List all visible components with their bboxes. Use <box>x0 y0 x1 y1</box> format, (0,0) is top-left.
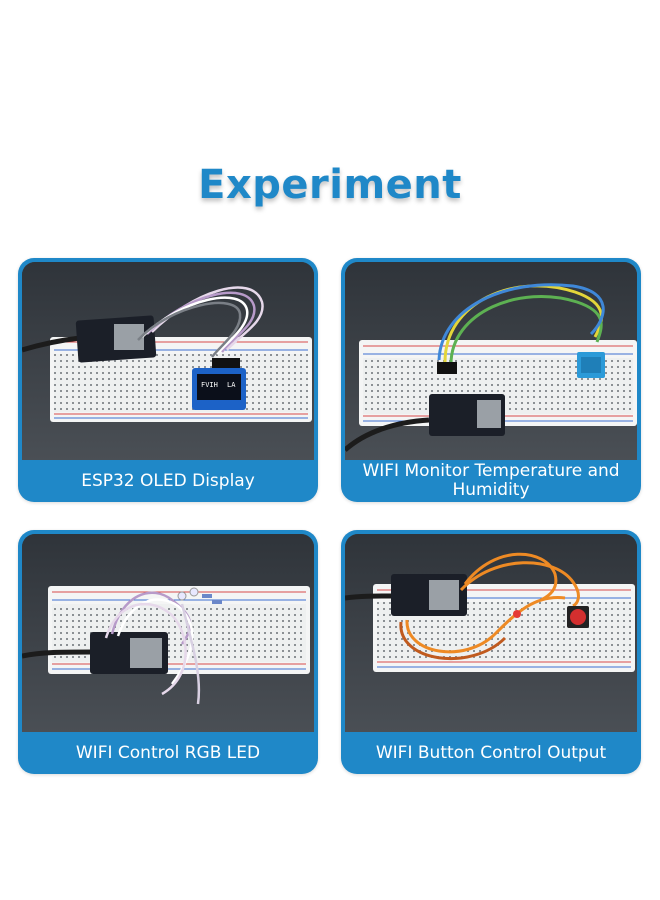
caption-oled-display: ESP32 OLED Display <box>81 470 255 491</box>
caption-button-control: WIFI Button Control Output <box>375 742 607 763</box>
experiment-photo-temperature <box>345 262 637 460</box>
page-title: Experiment <box>198 162 462 208</box>
experiment-photo-rgb-led <box>22 534 314 732</box>
experiment-card-rgb-led: WIFI Control RGB LED <box>18 530 318 774</box>
experiment-photo-oled: FVIH LA <box>22 262 314 460</box>
caption-temperature-humidity: WIFI Monitor Temperature and Humidity <box>362 461 620 500</box>
caption-rgb-led: WIFI Control RGB LED <box>75 742 261 763</box>
experiment-photo-button <box>345 534 637 732</box>
experiment-card-temperature: WIFI Monitor Temperature and Humidity <box>341 258 641 502</box>
experiment-card-oled: FVIH LA ESP32 OLED Display <box>18 258 318 502</box>
oled-text-right: LA <box>227 381 236 389</box>
experiment-card-button: WIFI Button Control Output <box>341 530 641 774</box>
oled-text-left: FVIH <box>201 381 218 389</box>
